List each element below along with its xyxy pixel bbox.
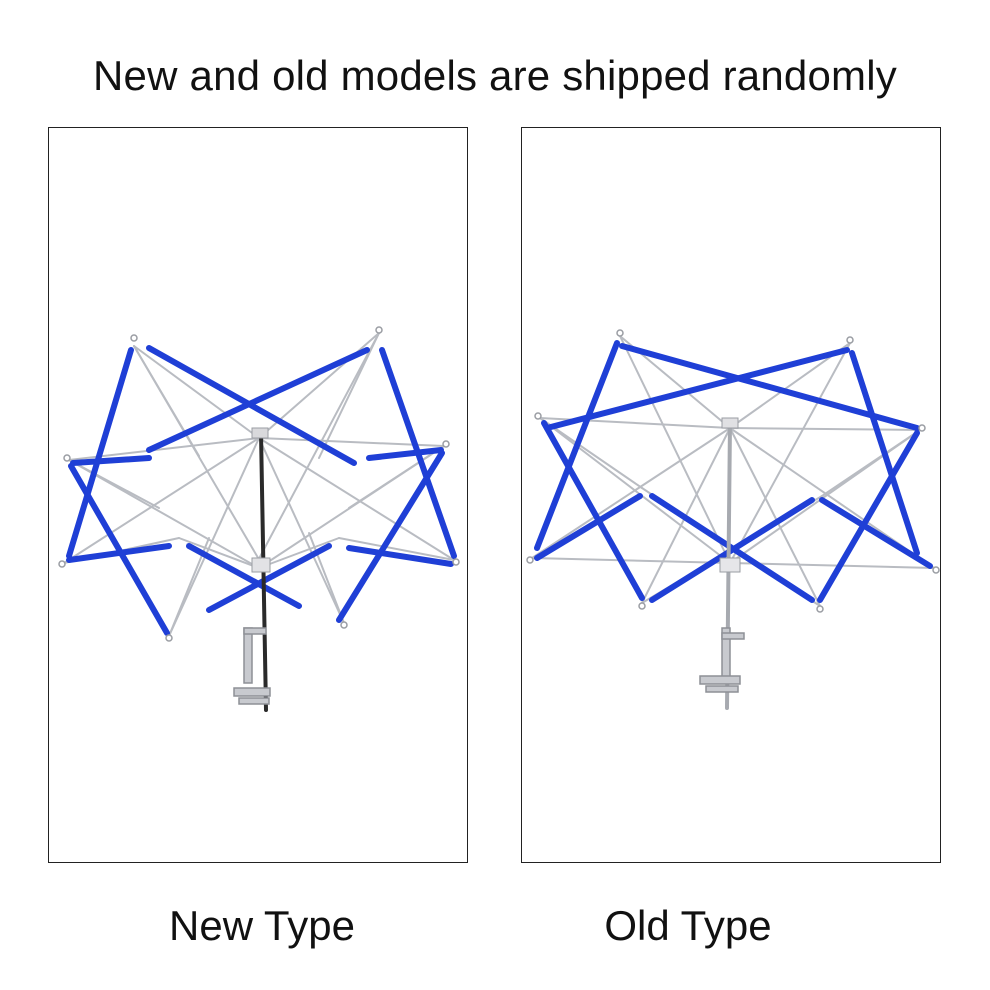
- old-type-product-frame: [521, 127, 941, 863]
- new-type-product-frame: [48, 127, 468, 863]
- new-type-yarn-swift-image: [58, 326, 460, 712]
- old-type-yarn-swift-image: [526, 329, 940, 710]
- page-title: New and old models are shipped randomly: [93, 52, 897, 99]
- old-type-caption: Old Type: [604, 902, 772, 949]
- new-type-caption: New Type: [169, 902, 355, 949]
